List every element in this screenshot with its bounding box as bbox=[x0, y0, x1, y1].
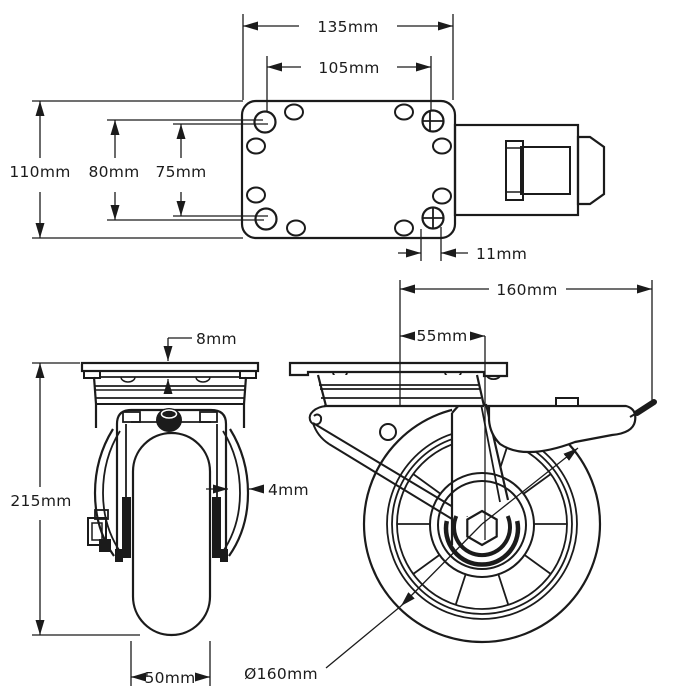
front-view-dimensions: 8mm 215mm 4mm 50mm bbox=[10, 330, 309, 687]
dim-label-160mm: 160mm bbox=[496, 281, 557, 299]
side-bracket-edge-join bbox=[312, 422, 330, 445]
dia-160-arrow-lower bbox=[400, 523, 483, 607]
dim-label-110mm: 110mm bbox=[9, 163, 70, 181]
bolt-hole-bottom-right bbox=[421, 206, 445, 230]
side-bracket-hook bbox=[308, 405, 327, 426]
bolt-hole-bottom-left bbox=[254, 207, 278, 231]
front-plate-bump-2 bbox=[195, 376, 211, 383]
side-plate bbox=[288, 361, 509, 378]
side-fork-leg-fill bbox=[452, 404, 508, 516]
front-kingpin-bolt bbox=[156, 408, 182, 432]
front-brake-bar-left bbox=[122, 497, 131, 558]
oval-hole-4 bbox=[432, 137, 452, 155]
front-brake-lever-body bbox=[87, 517, 107, 546]
front-guard-right-inner bbox=[221, 430, 241, 554]
side-view-dimensions: 160mm 55mm Ø160mm bbox=[244, 280, 653, 683]
dim-label-105mm: 105mm bbox=[318, 59, 379, 77]
side-bracket-hole bbox=[379, 423, 397, 441]
side-brake-lever-base bbox=[629, 410, 641, 418]
dim-label-215mm: 215mm bbox=[10, 492, 71, 510]
side-hub-outer bbox=[429, 472, 535, 578]
oval-hole-6 bbox=[432, 187, 452, 205]
front-plate-tab-right bbox=[239, 370, 257, 379]
dim-label-50mm: 50mm bbox=[144, 669, 195, 687]
top-plan-view bbox=[32, 99, 606, 240]
oval-hole-7 bbox=[286, 219, 306, 237]
top-brake-housing bbox=[453, 123, 580, 217]
side-axle-hex-nut bbox=[466, 509, 498, 547]
front-kingpin-highlight bbox=[160, 409, 178, 419]
front-crown-lug-left bbox=[122, 411, 141, 423]
front-plate-bump-1 bbox=[120, 376, 136, 383]
side-bracket-edge-1 bbox=[312, 422, 469, 517]
oval-hole-3 bbox=[246, 137, 266, 155]
dim-label-55mm: 55mm bbox=[416, 327, 467, 345]
top-view-dimensions: 135mm 105mm 110mm 80mm 75mm 11mm bbox=[9, 14, 527, 263]
bolt-hole-top-left bbox=[253, 110, 277, 134]
oval-hole-1 bbox=[284, 103, 304, 121]
front-brake-lever-pad bbox=[99, 539, 111, 552]
dim-label-diameter-160mm: Ø160mm bbox=[244, 665, 318, 683]
side-brake-boot bbox=[487, 404, 637, 454]
dia-160-leader bbox=[325, 605, 402, 669]
oval-hole-2 bbox=[394, 103, 414, 121]
front-brake-lever-inner bbox=[91, 522, 103, 541]
dim-label-8mm: 8mm bbox=[196, 330, 237, 348]
front-guard-right-outer bbox=[228, 428, 250, 557]
bolt-hole-top-right bbox=[421, 109, 445, 133]
side-hub-thick-arc-outer bbox=[443, 520, 521, 567]
side-fork-leg-inner bbox=[480, 403, 501, 503]
front-plate-bar bbox=[80, 361, 260, 373]
side-hub-thick-arc-inner bbox=[452, 515, 512, 558]
dia-160-arrow-upper bbox=[481, 447, 579, 525]
front-wheel-tire bbox=[131, 431, 212, 637]
side-swivel-fill bbox=[318, 375, 484, 406]
top-brake-end-cap bbox=[576, 135, 606, 206]
dim-label-135mm: 135mm bbox=[317, 18, 378, 36]
oval-hole-5 bbox=[246, 186, 266, 204]
side-swivel-right-edge bbox=[475, 374, 486, 407]
top-brake-pedal-bar bbox=[505, 140, 524, 201]
dim-label-4mm: 4mm bbox=[268, 481, 309, 499]
side-bracket-edge-2 bbox=[328, 443, 453, 520]
front-brake-foot-right bbox=[220, 549, 228, 562]
front-brake-bar-right bbox=[212, 497, 221, 558]
front-view bbox=[80, 361, 260, 637]
side-hub-inner bbox=[437, 480, 527, 570]
front-plate-tab-left bbox=[83, 370, 101, 379]
side-swivel-left-edge bbox=[316, 374, 328, 407]
front-crown-lug-right bbox=[199, 411, 218, 423]
oval-hole-8 bbox=[394, 219, 414, 237]
side-plate-bump-3 bbox=[486, 375, 501, 381]
dim-label-75mm: 75mm bbox=[155, 163, 206, 181]
dim-label-80mm: 80mm bbox=[88, 163, 139, 181]
dim-label-11mm: 11mm bbox=[476, 245, 527, 263]
front-guard-left-inner bbox=[102, 430, 122, 554]
front-brake-foot-left bbox=[115, 549, 123, 562]
side-view bbox=[288, 336, 657, 644]
side-brake-boot-tab bbox=[555, 397, 579, 407]
top-brake-block bbox=[520, 146, 571, 195]
